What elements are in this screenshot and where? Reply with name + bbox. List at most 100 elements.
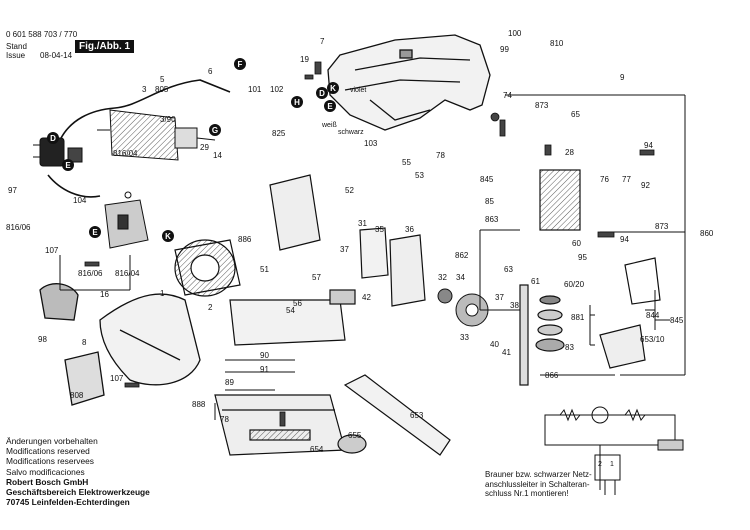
wiring-note-line: Brauner bzw. schwarzer Netz- bbox=[485, 470, 592, 479]
marker-letter: D bbox=[319, 89, 325, 98]
part-label: 78 bbox=[220, 415, 229, 424]
part-label: 860 bbox=[700, 229, 714, 238]
part-label: 816/04 bbox=[113, 149, 138, 158]
part-label: 863 bbox=[485, 215, 499, 224]
notes-block: Änderungen vorbehalten Modifications res… bbox=[6, 436, 150, 507]
part-label: 92 bbox=[641, 181, 650, 190]
part-label: 845 bbox=[480, 175, 494, 184]
extraction-tube bbox=[337, 374, 451, 456]
part-label: 886 bbox=[238, 235, 252, 244]
marker-letter: G bbox=[212, 126, 218, 135]
part-label: 7 bbox=[320, 37, 325, 46]
marker-letter: K bbox=[165, 232, 171, 241]
part-label: 3/90 bbox=[160, 115, 176, 124]
wiring-note-line: schluss Nr.1 montieren! bbox=[485, 489, 569, 499]
part-label: 56 bbox=[293, 299, 302, 308]
marker-letter: D bbox=[50, 134, 56, 143]
part-label: 107 bbox=[110, 374, 124, 383]
marker-letter: H bbox=[294, 98, 300, 107]
armature-part bbox=[97, 109, 216, 161]
grouping-lines bbox=[59, 94, 686, 420]
part-label: 8 bbox=[82, 338, 87, 347]
part-label: 35 bbox=[375, 225, 384, 234]
part-label: 38 bbox=[510, 301, 519, 310]
company-line: Geschäftsbereich Elektrowerkzeuge bbox=[6, 487, 150, 498]
part-label: 76 bbox=[600, 175, 609, 184]
part-label: 28 bbox=[565, 148, 574, 157]
part-label: 63 bbox=[504, 265, 513, 274]
switch-terminal-labels: 2 1 bbox=[598, 461, 614, 468]
part-label: 61 bbox=[531, 277, 540, 286]
part-label: 653 bbox=[410, 411, 424, 420]
switch-part bbox=[104, 191, 149, 249]
part-label: 34 bbox=[456, 273, 465, 282]
part-label: 5 bbox=[160, 75, 165, 84]
power-cord bbox=[47, 79, 231, 198]
wire-color-labels: violet weiß schwarz bbox=[321, 87, 366, 136]
part-label: 866 bbox=[545, 371, 559, 380]
part-label: 54 bbox=[286, 306, 295, 315]
part-label: 825 bbox=[272, 129, 286, 138]
part-label: 816/06 bbox=[6, 223, 31, 232]
part-label: 655 bbox=[348, 431, 362, 440]
stand-label: Stand bbox=[6, 42, 27, 51]
part-label: 97 bbox=[8, 186, 17, 195]
part-label: 3 bbox=[142, 85, 147, 94]
figure-label: Fig./Abb. 1 bbox=[75, 40, 135, 53]
part-label: 60 bbox=[572, 239, 581, 248]
part-label: 40 bbox=[490, 340, 499, 349]
part-label: 816/04 bbox=[115, 269, 140, 278]
part-label: 816/06 bbox=[78, 269, 103, 278]
wiring-note-line: anschlussleiter in Schalteran- bbox=[485, 479, 590, 489]
part-label: 101 bbox=[248, 85, 262, 94]
note-line: Modifications reserved bbox=[6, 446, 90, 457]
part-label: 99 bbox=[500, 45, 509, 54]
marker-letter: E bbox=[92, 228, 98, 237]
part-label: 16 bbox=[100, 290, 109, 299]
part-label: 32 bbox=[438, 273, 447, 282]
part-label: 873 bbox=[655, 222, 669, 231]
handle-shell bbox=[39, 283, 201, 406]
part-label: 42 bbox=[362, 293, 371, 302]
wire-label-weiss: weiß bbox=[321, 122, 337, 129]
marker-letter: K bbox=[330, 84, 336, 93]
fasteners bbox=[84, 61, 655, 427]
part-label: 805 bbox=[155, 85, 169, 94]
part-label: 91 bbox=[260, 365, 269, 374]
part-label: 107 bbox=[45, 246, 59, 255]
note-line: Änderungen vorbehalten bbox=[6, 436, 98, 446]
part-label: 873 bbox=[535, 101, 549, 110]
guide-bracket bbox=[269, 174, 426, 307]
part-label: 90 bbox=[260, 351, 269, 360]
part-label: 65 bbox=[571, 110, 580, 119]
marker-letter: E bbox=[327, 102, 333, 111]
part-label: 94 bbox=[644, 141, 653, 150]
part-label: 57 bbox=[312, 273, 321, 282]
issue-date: 08-04-14 bbox=[40, 51, 73, 60]
part-label: 862 bbox=[455, 251, 469, 260]
part-label: 31 bbox=[358, 219, 367, 228]
note-line: Salvo modificaciones bbox=[6, 466, 85, 477]
part-label: 19 bbox=[300, 55, 309, 64]
part-label: 100 bbox=[508, 29, 522, 38]
svg-text:1: 1 bbox=[610, 461, 614, 468]
part-label: 808 bbox=[70, 391, 84, 400]
part-label: 888 bbox=[192, 400, 206, 409]
part-label: 55 bbox=[402, 158, 411, 167]
wire-label-schwarz: schwarz bbox=[338, 129, 364, 136]
part-label: 9 bbox=[620, 73, 625, 82]
roller-arm bbox=[599, 257, 661, 369]
company-line: 70745 Leinfelden-Echterdingen bbox=[6, 497, 130, 508]
part-label: 653/10 bbox=[640, 335, 665, 344]
wiring-schematic bbox=[544, 406, 684, 495]
wire-label-violet: violet bbox=[350, 87, 366, 94]
housing-part bbox=[327, 34, 491, 131]
wiring-note: Brauner bzw. schwarzer Netz- anschlussle… bbox=[485, 470, 635, 499]
part-label: 881 bbox=[571, 313, 585, 322]
plug-part bbox=[33, 137, 83, 167]
part-label: 104 bbox=[73, 196, 87, 205]
part-label: 29 bbox=[200, 143, 209, 152]
issue-label: Issue bbox=[6, 51, 26, 60]
marker-letter: E bbox=[65, 161, 71, 170]
